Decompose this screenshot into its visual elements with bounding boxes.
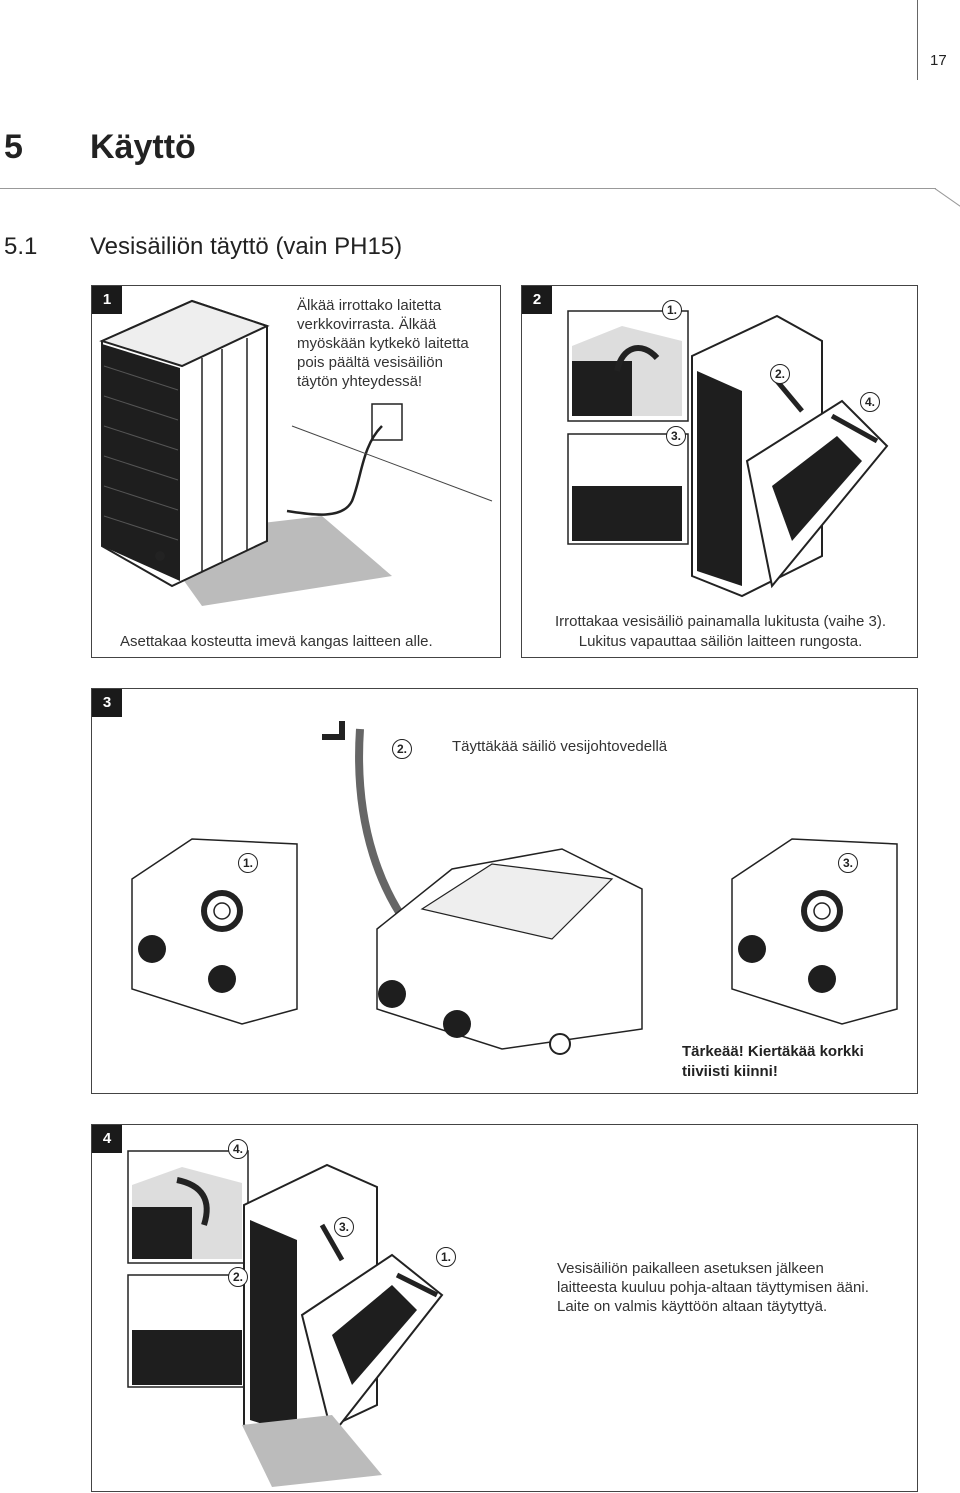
section-heading: 5.1 Vesisäiliön täyttö (vain PH15) [4, 233, 402, 261]
chapter-heading: 5 Käyttö [4, 128, 196, 167]
panel-2-step-4: 4. [860, 392, 880, 412]
chapter-title: Käyttö [90, 128, 196, 166]
panel-3: 3 1. 2. 3. Täyttäkää säiliö vesijohtoved… [91, 688, 918, 1094]
panel-2-step-3: 3. [666, 426, 686, 446]
panel-1: 1 Älkää irrottako laitetta verkkovirrast… [91, 285, 501, 658]
section-title: Vesisäiliön täyttö (vain PH15) [90, 233, 403, 260]
tank-filling-illustration [131, 721, 898, 1055]
tank-insertion-illustration [127, 1150, 444, 1487]
panel-4-step-1: 1. [436, 1247, 456, 1267]
panel-3-step-1: 1. [238, 853, 258, 873]
section-number: 5.1 [4, 233, 38, 260]
panel-3-important-line-2: tiiviisti kiinni! [682, 1063, 778, 1080]
panel-2-caption-line-1: Irrottakaa vesisäiliö painamalla lukitus… [555, 613, 886, 630]
panel-4: 4 1. 2. 3. 4. Vesisäiliön paikalleen ase… [91, 1124, 918, 1492]
panel-2-caption-line-2: Lukitus vapauttaa säiliön laitteen rungo… [578, 633, 863, 650]
page-number: 17 [930, 52, 947, 69]
panel-3-fill-text: Täyttäkää säiliö vesijohtovedellä [452, 738, 668, 755]
tank-removal-illustration [567, 310, 889, 598]
panel-2-step-1: 1. [662, 300, 682, 320]
panel-1-badge: 1 [92, 286, 122, 314]
panel-2-badge: 2 [522, 286, 552, 314]
heading-rule [0, 188, 936, 189]
panel-4-text: Vesisäiliön paikalleen asetuksen jälkeen… [557, 1260, 869, 1315]
panel-3-step-3: 3. [838, 853, 858, 873]
panel-2: 2 1. 2. 3. 4. Irrottakaa vesisäiliö pain… [521, 285, 918, 658]
heading-rule-corner [934, 188, 960, 210]
chapter-number: 5 [4, 128, 23, 166]
panel-4-badge: 4 [92, 1125, 122, 1153]
dehumidifier-on-cloth-illustration [99, 299, 493, 606]
panel-3-important-line-1: Tärkeää! Kiertäkää korkki [682, 1043, 864, 1060]
panel-4-step-3: 3. [334, 1217, 354, 1237]
panel-4-step-4: 4. [228, 1139, 248, 1159]
header-divider [917, 0, 918, 80]
panel-2-step-2: 2. [770, 364, 790, 384]
panel-1-warning: Älkää irrottako laitetta verkkovirrasta.… [297, 297, 469, 390]
panel-3-badge: 3 [92, 689, 122, 717]
panel-1-caption: Asettakaa kosteutta imevä kangas laittee… [120, 633, 433, 650]
panel-4-step-2: 2. [228, 1267, 248, 1287]
panel-3-step-2: 2. [392, 739, 412, 759]
